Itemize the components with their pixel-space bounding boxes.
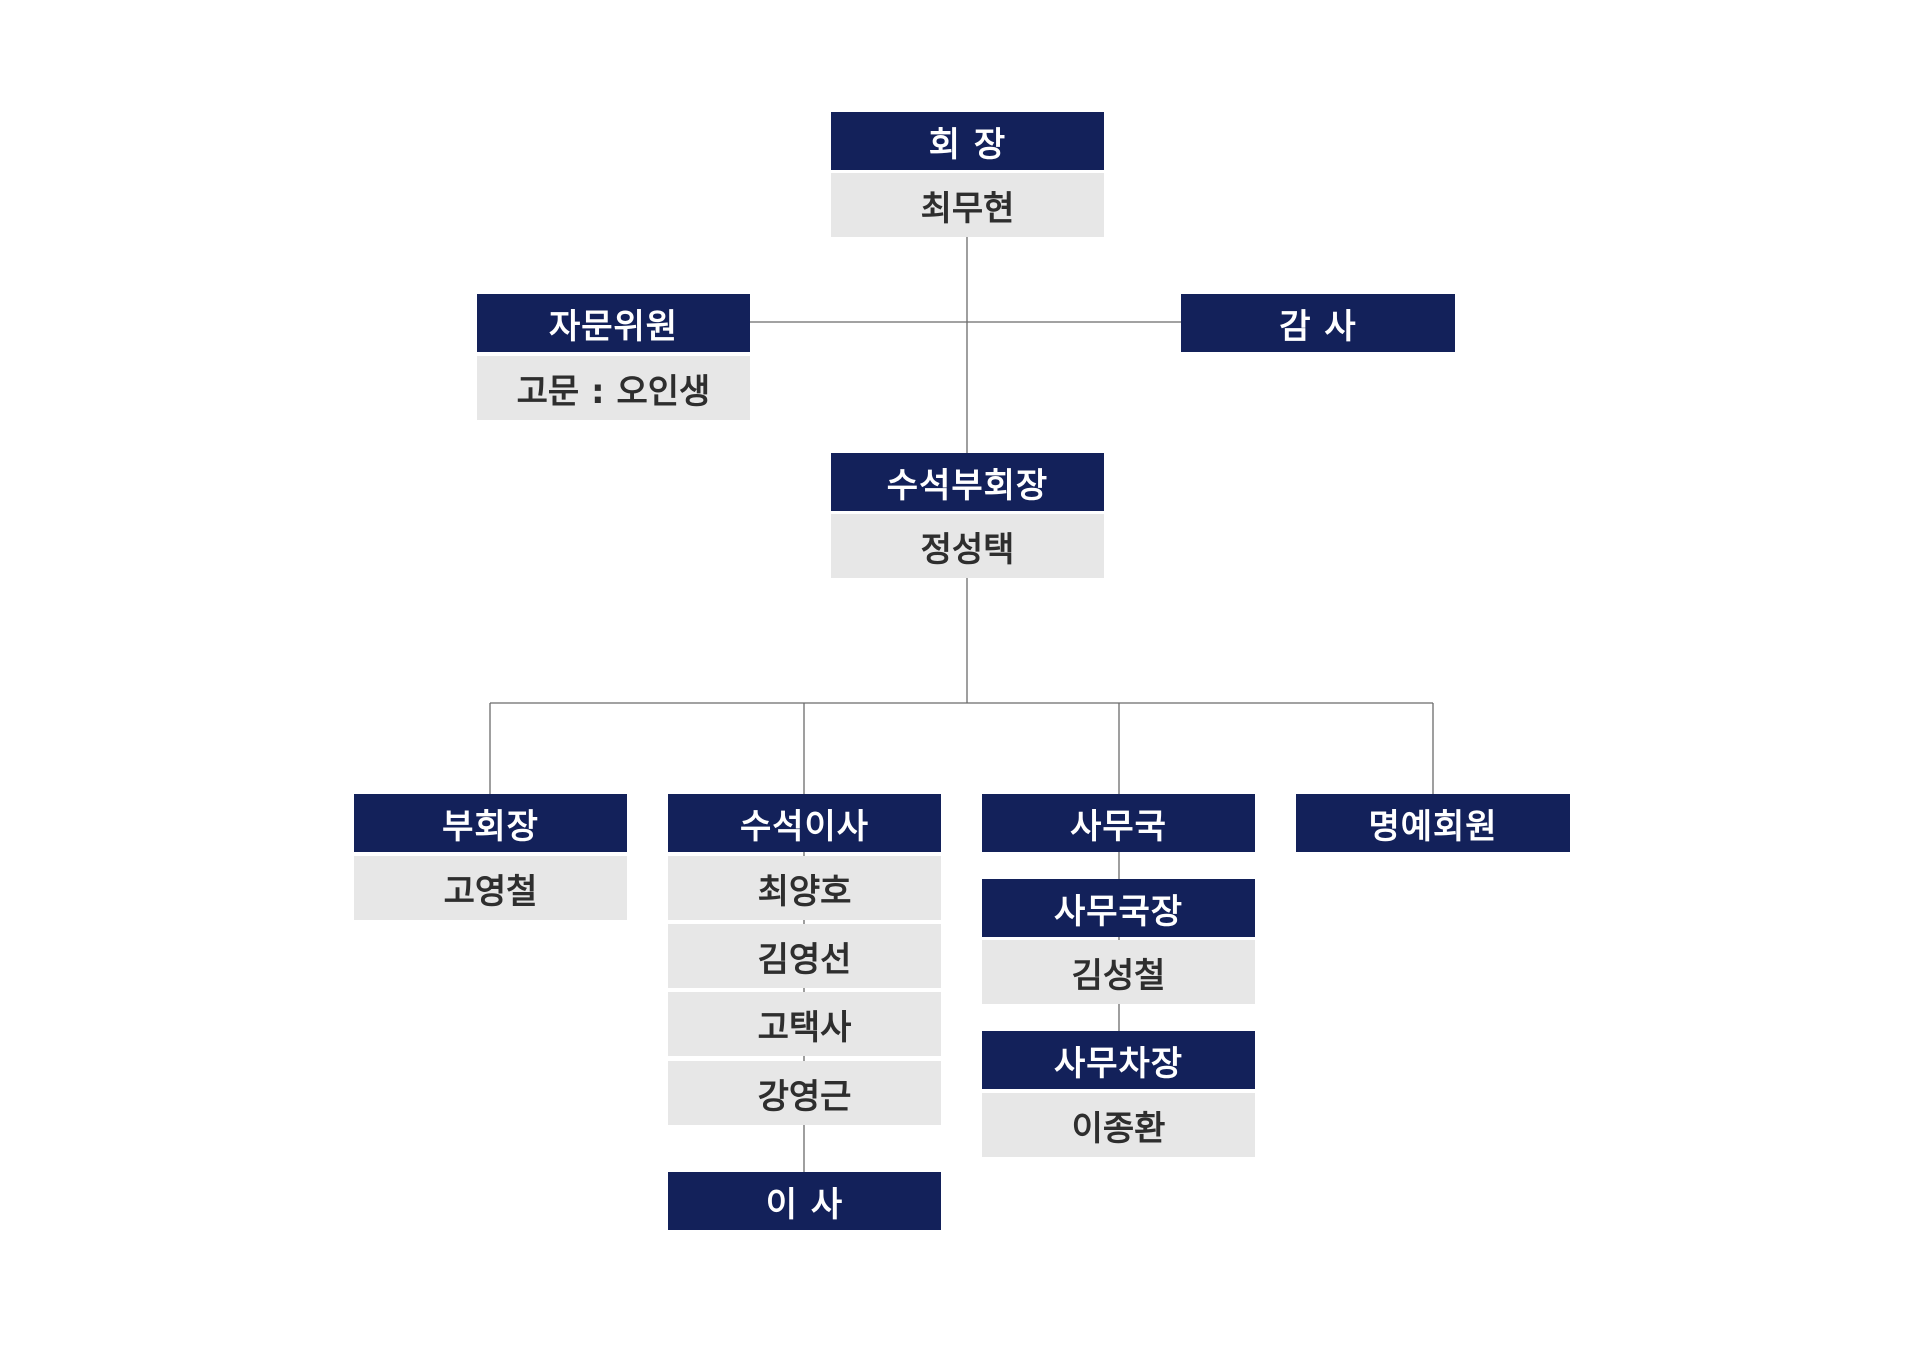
secretariat-chief-name: 김성철 [982, 940, 1255, 1004]
secretariat-deputy-title: 사무차장 [982, 1031, 1255, 1089]
secretariat-deputy-name: 이종환 [982, 1093, 1255, 1157]
secretariat-chief-title: 사무국장 [982, 879, 1255, 937]
senior-vice-chairman-name: 정성택 [831, 514, 1104, 578]
chairman-title: 회 장 [831, 112, 1104, 170]
advisor-name: 고문 : 오인생 [477, 356, 750, 420]
senior-director-name: 강영근 [668, 1061, 941, 1125]
honorary-title: 명예회원 [1296, 794, 1570, 852]
vice-chairman-name: 고영철 [354, 856, 627, 920]
senior-director-name: 최양호 [668, 856, 941, 920]
auditor-title: 감 사 [1181, 294, 1455, 352]
chairman-name: 최무현 [831, 173, 1104, 237]
senior-vice-chairman-title: 수석부회장 [831, 453, 1104, 511]
senior-directors-title: 수석이사 [668, 794, 941, 852]
advisor-title: 자문위원 [477, 294, 750, 352]
directors-title: 이 사 [668, 1172, 941, 1230]
senior-director-name: 김영선 [668, 924, 941, 988]
secretariat-title: 사무국 [982, 794, 1255, 852]
vice-chairman-title: 부회장 [354, 794, 627, 852]
senior-director-name: 고택사 [668, 992, 941, 1056]
